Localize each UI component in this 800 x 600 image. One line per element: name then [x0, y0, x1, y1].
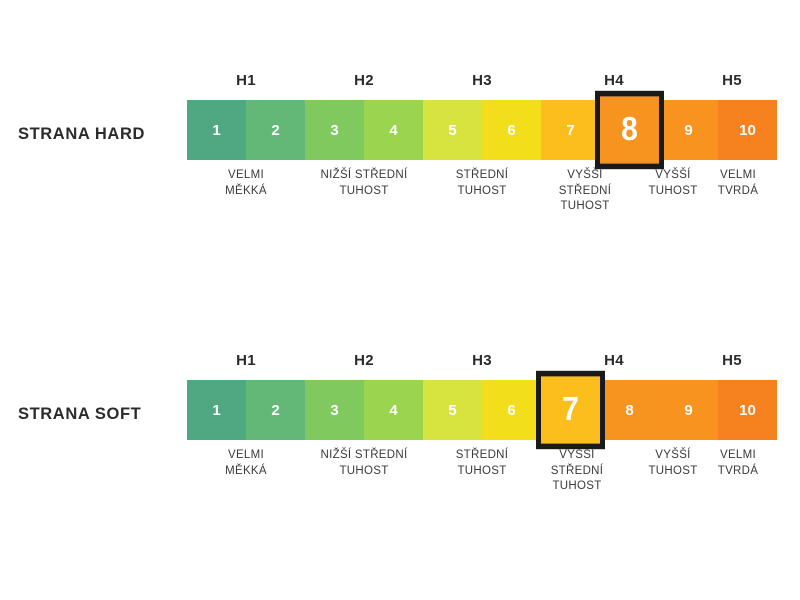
segment-soft-3[interactable]: 3 — [305, 380, 364, 440]
segment-soft-2[interactable]: 2 — [246, 380, 305, 440]
group-labels-hard: H1 H2 H3 H4 H5 — [187, 70, 777, 100]
group-label-soft-h2: H2 — [354, 352, 374, 369]
caption-soft-3: VYŠŠÍ STŘEDNÍ TUHOST — [550, 449, 604, 493]
segment-hard-9[interactable]: 9 — [659, 100, 718, 160]
segment-hard-6[interactable]: 6 — [482, 100, 541, 160]
caption-soft-0: VELMI MĚKKÁ — [225, 449, 267, 477]
segment-hard-10[interactable]: 10 — [718, 100, 777, 160]
segment-soft-7-selected[interactable]: 7 — [536, 370, 605, 450]
segment-hard-4[interactable]: 4 — [364, 100, 423, 160]
caption-soft-1: NIŽŠÍ STŘEDNÍ TUHOST — [320, 449, 408, 477]
segment-hard-3[interactable]: 3 — [305, 100, 364, 160]
segment-soft-8[interactable]: 8 — [600, 380, 659, 440]
segment-soft-9[interactable]: 9 — [659, 380, 718, 440]
caption-hard-0: VELMI MĚKKÁ — [225, 169, 267, 197]
group-label-soft-h4: H4 — [604, 352, 624, 369]
caption-soft-5: VELMI TVRDÁ — [717, 449, 759, 477]
group-label-hard-h2: H2 — [354, 72, 374, 89]
group-labels-soft: H1 H2 H3 H4 H5 — [187, 350, 777, 380]
caption-hard-3: VYŠŠÍ STŘEDNÍ TUHOST — [558, 169, 612, 213]
segment-soft-10[interactable]: 10 — [718, 380, 777, 440]
group-label-hard-h4: H4 — [604, 72, 624, 89]
group-label-soft-h5: H5 — [722, 352, 742, 369]
group-label-soft-h3: H3 — [472, 352, 492, 369]
segment-soft-1[interactable]: 1 — [187, 380, 246, 440]
row-label-soft: STRANA SOFT — [18, 405, 142, 423]
caption-soft-4: VYŠŠÍ TUHOST — [648, 449, 698, 477]
segment-soft-5[interactable]: 5 — [423, 380, 482, 440]
caption-hard-5: VELMI TVRDÁ — [717, 169, 759, 197]
segment-hard-1[interactable]: 1 — [187, 100, 246, 160]
segment-hard-5[interactable]: 5 — [423, 100, 482, 160]
caption-hard-2: STŘEDNÍ TUHOST — [455, 169, 509, 197]
caption-hard-1: NIŽŠÍ STŘEDNÍ TUHOST — [320, 169, 408, 197]
group-label-hard-h5: H5 — [722, 72, 742, 89]
segment-hard-8-selected[interactable]: 8 — [595, 90, 664, 170]
segment-hard-7[interactable]: 7 — [541, 100, 600, 160]
group-label-hard-h1: H1 — [236, 72, 256, 89]
segment-soft-4[interactable]: 4 — [364, 380, 423, 440]
captions-hard: VELMI MĚKKÁ NIŽŠÍ STŘEDNÍ TUHOST STŘEDNÍ T… — [187, 168, 777, 238]
group-label-soft-h1: H1 — [236, 352, 256, 369]
group-label-hard-h3: H3 — [472, 72, 492, 89]
row-label-hard: STRANA HARD — [18, 125, 145, 143]
captions-soft: VELMI MĚKKÁ NIŽŠÍ STŘEDNÍ TUHOST STŘEDNÍ T… — [187, 448, 777, 518]
segment-soft-6[interactable]: 6 — [482, 380, 541, 440]
caption-soft-2: STŘEDNÍ TUHOST — [455, 449, 509, 477]
caption-hard-4: VYŠŠÍ TUHOST — [648, 169, 698, 197]
segment-hard-2[interactable]: 2 — [246, 100, 305, 160]
